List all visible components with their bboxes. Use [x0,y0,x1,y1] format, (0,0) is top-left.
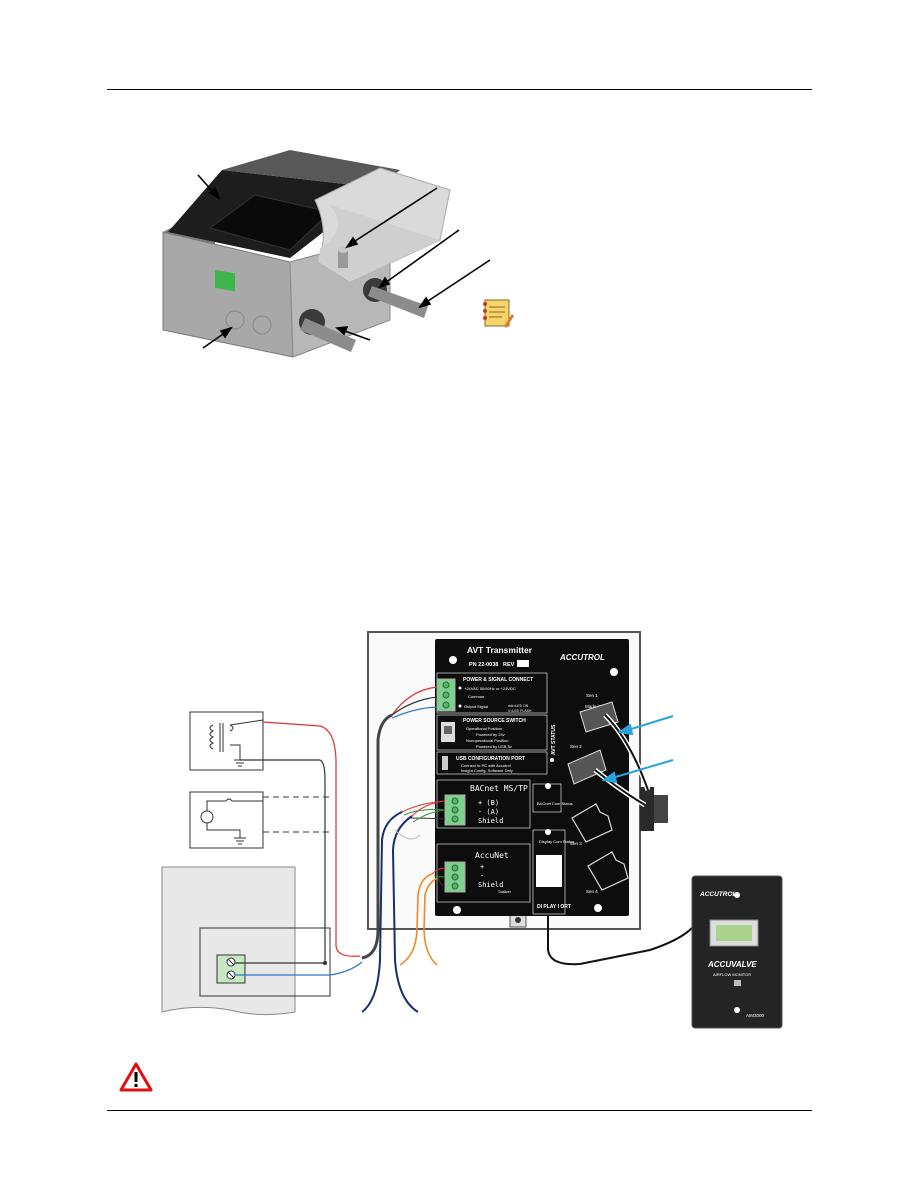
power-line-3: Output Signal [464,704,488,709]
accunet-term-label: Totalizer [498,890,512,894]
bacnet-status-label: BACnet Com Status [537,801,573,806]
power-line-2: Common [468,694,484,699]
switch-line-3: Nonoperational Position [466,738,508,743]
monitor-product: ACCUVALVE [707,960,757,969]
board-title: AVT Transmitter [467,645,533,655]
bacnet-shield-label: Shield [478,817,503,825]
monitor-model: AIM3000 [746,1013,765,1018]
enclosure-photo [162,150,491,358]
switch-line-2: Powered by 24v [476,732,505,737]
board-part-number: PN 22-0038 [469,662,498,668]
display-status-label: Display Com Status [539,839,574,844]
header-rule [107,89,812,90]
switch-title: POWER SOURCE SWITCH [463,718,526,724]
accunet-shield-label: Shield [478,881,503,889]
sen4-label: Sen 4 [586,889,598,894]
power-line-3b: mA=LED ON [508,704,529,708]
bacnet-a-label: - (A) [478,808,499,816]
power-title: POWER & SIGNAL CONNECT [463,677,533,683]
usb-line-1: Connect to PC with Accutrol [461,763,511,768]
bacnet-title: BACnet MS/TP [470,784,528,793]
power-line-3c: V=LED FLASH [508,709,532,713]
monitor-subtitle: AIRFLOW MONITOR [713,972,751,977]
accunet-minus-label: - [480,872,484,880]
wiring-diagram: AVT Transmitter PN 22-0038 REV ACCUTROL … [161,631,783,1029]
power-line-1: +24VAC 50/60Hz or +24VDC [464,686,516,691]
board-rev: REV [503,662,515,668]
accunet-plus-label: + [480,863,484,871]
sen3-label: Sen 3 [570,841,582,846]
transmitter-board [435,639,629,916]
monitor-brand: ACCUTROL [699,891,736,898]
avt-status-label: AVT STATUS [551,724,557,755]
sen1-label: Sen 1 [586,693,598,698]
accunet-title: AccuNet [475,851,509,860]
switch-line-4: Powered by USB 5v [476,744,512,749]
bacnet-b-label: + (B) [478,799,499,807]
sen2-label: Sen 2 [570,744,582,749]
display-port-label: DI PLAY I ORT [537,904,571,910]
usb-title: USB CONFIGURATION PORT [456,756,525,762]
note-icon [483,299,514,328]
usb-line-2: Insight Config. Software Only [461,768,513,773]
warning-triangle-icon [119,1062,153,1092]
board-brand: ACCUTROL [559,653,605,662]
switch-line-1: Operational Position [466,726,502,731]
footer-rule [107,1110,812,1111]
airflow-monitor [691,875,783,1029]
